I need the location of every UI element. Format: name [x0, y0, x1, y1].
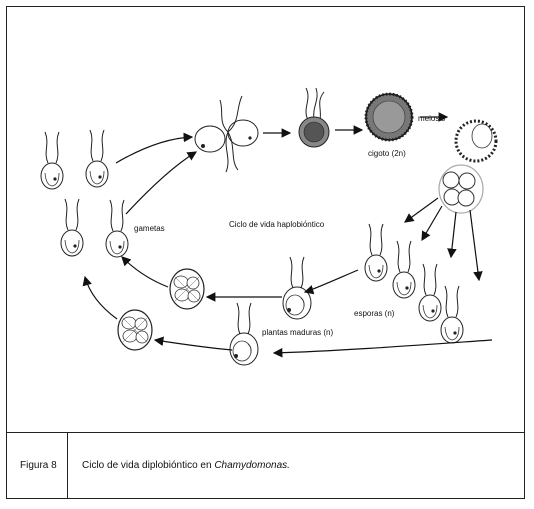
figure-frame [6, 6, 525, 499]
spore-cell [364, 223, 388, 282]
dividing-colony [117, 309, 153, 351]
spore-cell [440, 285, 464, 344]
gamete-cell [60, 198, 84, 257]
mature-plant-cell [282, 256, 312, 320]
label-gametes: gametas [134, 224, 165, 233]
dividing-colony [169, 268, 205, 310]
label-cycle-title: Ciclo de vida haplobiόntico [229, 220, 325, 229]
meiosis-cell [454, 119, 498, 163]
zygote [364, 92, 414, 142]
spore-cell [392, 240, 416, 299]
gamete-cell [85, 129, 109, 188]
caption-text: Ciclo de vida diplobióntico en [82, 460, 215, 471]
life-cycle-diagram [40, 87, 498, 366]
meiospore-group [438, 164, 484, 214]
caption-divider [6, 432, 525, 433]
figure-number: Figura 8 [20, 460, 57, 471]
spore-cell [418, 263, 442, 322]
label-mature-plants: plantas maduras (n) [262, 328, 334, 337]
label-meiosis: meiosis [418, 114, 446, 123]
gamete-cell [105, 199, 129, 258]
mature-plant-cell [229, 302, 259, 366]
fusing-gametes [194, 95, 259, 173]
cycle-arrows [82, 112, 493, 358]
label-zygote: cigoto (2n) [368, 149, 406, 158]
planozygote [298, 87, 330, 148]
label-spores: esporas (n) [354, 309, 395, 318]
caption-column-divider [67, 432, 68, 499]
caption-species: Chamydomonas. [214, 460, 290, 471]
figure-caption: Ciclo de vida diplobióntico en Chamydomo… [82, 460, 290, 471]
gamete-cell [40, 131, 64, 190]
